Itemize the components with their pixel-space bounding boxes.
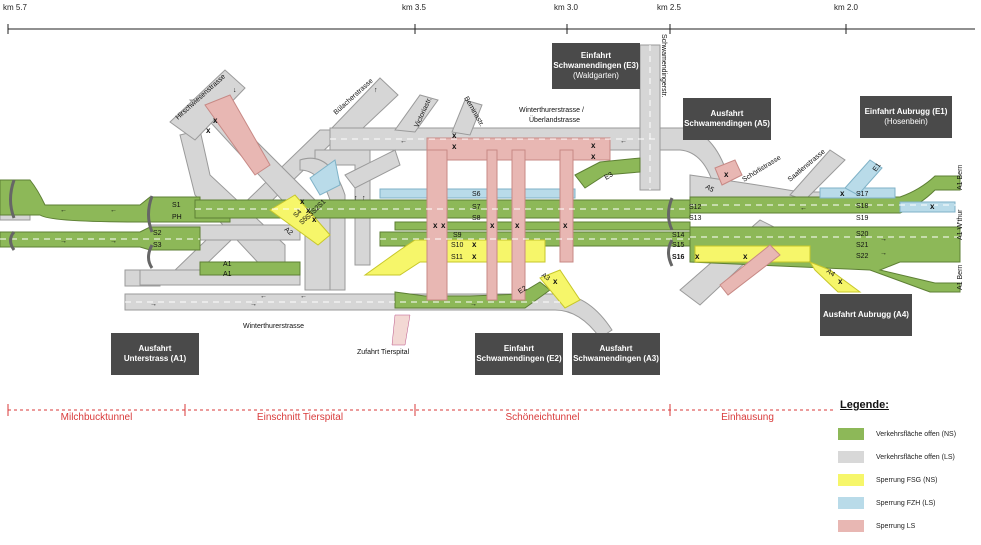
legend-label: Verkehrsfläche offen (LS) xyxy=(876,453,955,461)
legend-item: Sperrung FZH (LS) xyxy=(838,497,936,509)
km-label: km 2.5 xyxy=(657,3,682,12)
box-ausfahrt-aubrugg: Ausfahrt Aubrugg (A4) xyxy=(820,294,912,336)
svg-text:→: → xyxy=(470,301,477,308)
svg-text:↓: ↓ xyxy=(233,87,237,94)
legend-swatch xyxy=(838,520,864,532)
svg-text:↑: ↑ xyxy=(362,195,366,202)
svg-text:↑: ↑ xyxy=(374,87,378,94)
box-line2: Unterstrass (A1) xyxy=(123,354,187,363)
box-line2: Schwamendingen (E3) xyxy=(553,61,639,70)
svg-text:→: → xyxy=(150,301,157,308)
box-line2: Schwamendingen (A5) xyxy=(684,119,770,128)
box-title: Ausfahrt xyxy=(710,109,744,118)
box-title: Ausfahrt xyxy=(599,344,633,353)
section-label: Einschnitt Tierspital xyxy=(256,412,344,423)
svg-text:↑: ↑ xyxy=(354,195,358,202)
section-label: Einhausung xyxy=(721,412,774,423)
tunnel-portals xyxy=(9,179,674,269)
box-line2: Schwamendingen (A3) xyxy=(573,354,659,363)
legend-title: Legende: xyxy=(840,399,889,411)
box-ausfahrt-schwamendingen-a3: Ausfahrt Schwamendingen (A3) xyxy=(572,333,660,375)
km-label: km 3.0 xyxy=(554,3,579,12)
legend-item: Sperrung FSG (NS) xyxy=(838,474,937,486)
svg-text:→: → xyxy=(250,301,257,308)
direction-arrows: ←← →→ →→→ ←← ←← ←→→ ↓↑↑↑ xyxy=(60,87,887,308)
legend-label: Sperrung FZH (LS) xyxy=(876,499,936,507)
box-ausfahrt-unterstrass: Ausfahrt Unterstrass (A1) xyxy=(111,333,199,375)
km-label: km 3.5 xyxy=(402,3,427,12)
legend-item: Verkehrsfläche offen (NS) xyxy=(838,428,956,440)
box-einfahrt-schwamendingen-e2: Einfahrt Schwamendingen (E2) xyxy=(475,333,563,375)
svg-text:←: ← xyxy=(800,205,807,212)
box-ausfahrt-schwamendingen-a5: Ausfahrt Schwamendingen (A5) xyxy=(683,98,771,140)
legend-item: Sperrung LS xyxy=(838,520,915,532)
section-label: Milchbucktunnel xyxy=(60,412,133,423)
legend-label: Verkehrsfläche offen (NS) xyxy=(876,430,957,438)
legend-swatch xyxy=(838,451,864,463)
yellow-closures xyxy=(269,194,862,309)
legend-item: Verkehrsfläche offen (LS) xyxy=(838,451,955,463)
box-line2: Schwamendingen (E2) xyxy=(476,354,562,363)
lane-lines xyxy=(0,45,960,303)
tierspital-access xyxy=(391,314,411,346)
legend-swatch xyxy=(838,474,864,486)
svg-text:→: → xyxy=(880,250,887,257)
box-einfahrt-schwamendingen-e3: Einfahrt Schwamendingen (E3) (Waldgarten… xyxy=(552,43,640,89)
svg-text:←: ← xyxy=(400,138,407,145)
km-label: km 5.7 xyxy=(3,3,28,12)
box-title: Ausfahrt Aubrugg (A4) xyxy=(823,310,909,319)
box-einfahrt-aubrugg: Einfahrt Aubrugg (E1) (Hosenbein) xyxy=(860,96,952,138)
box-sub: (Waldgarten) xyxy=(573,71,619,80)
box-title: Ausfahrt xyxy=(138,344,172,353)
legend-label: Sperrung FSG (NS) xyxy=(876,476,938,484)
legend-swatch xyxy=(838,497,864,509)
box-sub: (Hosenbein) xyxy=(884,117,928,126)
svg-text:→: → xyxy=(880,236,887,243)
box-title: Einfahrt xyxy=(580,51,612,60)
svg-text:←: ← xyxy=(260,293,267,300)
legend-swatch xyxy=(838,428,864,440)
svg-text:←: ← xyxy=(60,207,67,214)
svg-text:→: → xyxy=(110,238,117,245)
svg-text:←: ← xyxy=(110,207,117,214)
svg-text:→: → xyxy=(60,238,67,245)
box-title: Einfahrt Aubrugg (E1) xyxy=(864,107,948,116)
section-label: Schöneichtunnel xyxy=(505,412,580,423)
svg-text:←: ← xyxy=(300,293,307,300)
pink-closures xyxy=(204,94,781,301)
svg-text:←: ← xyxy=(620,138,627,145)
km-label: km 2.0 xyxy=(834,3,859,12)
legend-label: Sperrung LS xyxy=(876,522,916,530)
box-title: Einfahrt xyxy=(503,344,535,353)
